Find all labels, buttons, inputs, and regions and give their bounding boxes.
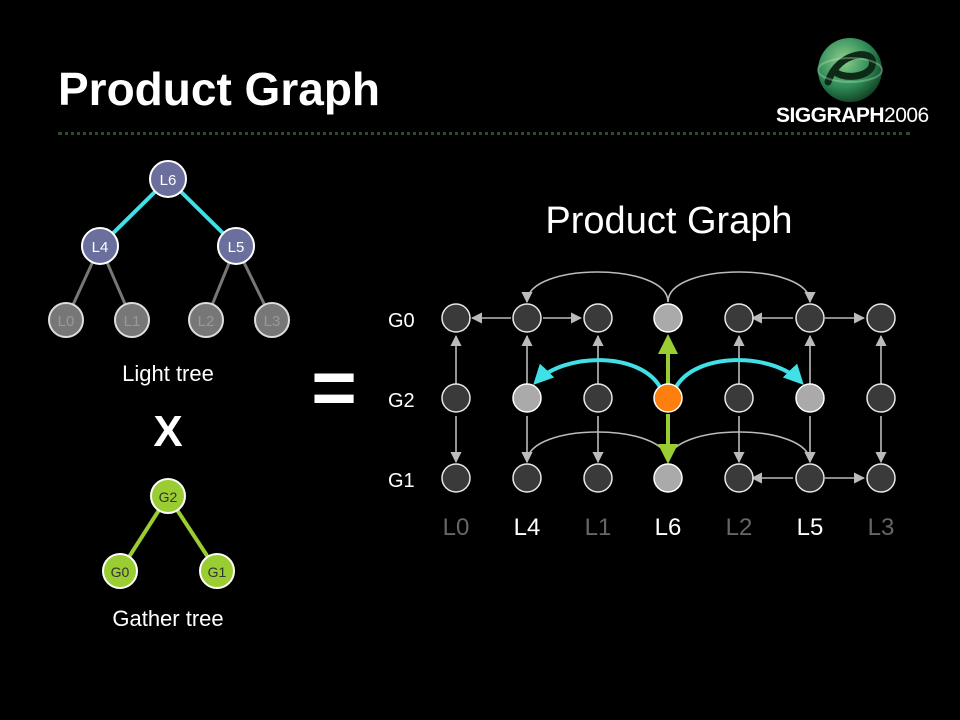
column-label: L1 <box>585 514 612 541</box>
column-label: L4 <box>514 514 541 541</box>
light-node-label: L2 <box>198 313 215 330</box>
product-node <box>441 383 471 413</box>
light-node-leaf: L1 <box>114 302 150 338</box>
product-node <box>724 463 754 493</box>
siggraph-logo-icon <box>817 38 883 102</box>
title-divider <box>58 132 910 135</box>
column-label: L5 <box>797 514 824 541</box>
product-node <box>583 383 613 413</box>
light-node-root: L6 <box>149 160 187 198</box>
product-node <box>724 383 754 413</box>
equals-operator: = <box>311 343 357 431</box>
product-node-focus <box>653 383 683 413</box>
product-node <box>512 463 542 493</box>
product-nodes <box>441 303 896 493</box>
light-node-leaf: L2 <box>188 302 224 338</box>
logo-name: SIGGRAPH <box>776 104 885 127</box>
row-labels: G0 G2 G1 <box>388 310 415 492</box>
product-node <box>653 303 683 333</box>
product-node <box>512 383 542 413</box>
light-node-label: L4 <box>92 239 109 256</box>
column-label: L0 <box>443 514 470 541</box>
gather-node-root: G2 <box>150 478 186 514</box>
light-node-mid-left: L4 <box>81 227 119 265</box>
product-node <box>441 463 471 493</box>
light-tree: L6 L4 L5 L0 L1 L2 L3 Light tree <box>48 160 290 386</box>
slide-title: Product Graph <box>58 63 381 115</box>
product-node <box>795 463 825 493</box>
light-node-leaf: L3 <box>254 302 290 338</box>
product-node <box>583 463 613 493</box>
product-node <box>866 383 896 413</box>
column-label: L6 <box>655 514 682 541</box>
light-node-label: L6 <box>160 172 177 189</box>
row-label: G0 <box>388 310 415 332</box>
light-node-label: L1 <box>124 313 141 330</box>
product-node <box>441 303 471 333</box>
product-graph-title: Product Graph <box>545 200 792 242</box>
column-label: L2 <box>726 514 753 541</box>
light-node-label: L0 <box>58 313 75 330</box>
product-node <box>795 383 825 413</box>
product-node <box>795 303 825 333</box>
gather-node-right: G1 <box>199 553 235 589</box>
light-tree-caption: Light tree <box>122 361 214 386</box>
product-node <box>724 303 754 333</box>
product-node <box>583 303 613 333</box>
gather-node-label: G1 <box>208 564 227 580</box>
gather-tree-caption: Gather tree <box>112 606 223 631</box>
product-node <box>866 303 896 333</box>
light-node-label: L5 <box>228 239 245 256</box>
gather-node-label: G0 <box>111 564 130 580</box>
siggraph-logo-text: SIGGRAPH2006 <box>776 105 929 126</box>
column-label: L3 <box>868 514 895 541</box>
times-operator: X <box>153 407 182 456</box>
light-node-leaf: L0 <box>48 302 84 338</box>
gather-tree-edges <box>450 334 887 464</box>
gather-node-label: G2 <box>159 489 178 505</box>
row-label: G2 <box>388 390 415 412</box>
gather-node-left: G0 <box>102 553 138 589</box>
light-node-label: L3 <box>264 313 281 330</box>
row-label: G1 <box>388 470 415 492</box>
product-node <box>512 303 542 333</box>
light-node-mid-right: L5 <box>217 227 255 265</box>
highlighted-light-edges <box>533 358 804 389</box>
product-node <box>866 463 896 493</box>
gather-tree: G2 G0 G1 Gather tree <box>102 478 235 631</box>
logo-year: 2006 <box>884 104 929 127</box>
product-node <box>653 463 683 493</box>
column-labels: L0 L4 L1 L6 L2 L5 L3 <box>443 514 895 541</box>
